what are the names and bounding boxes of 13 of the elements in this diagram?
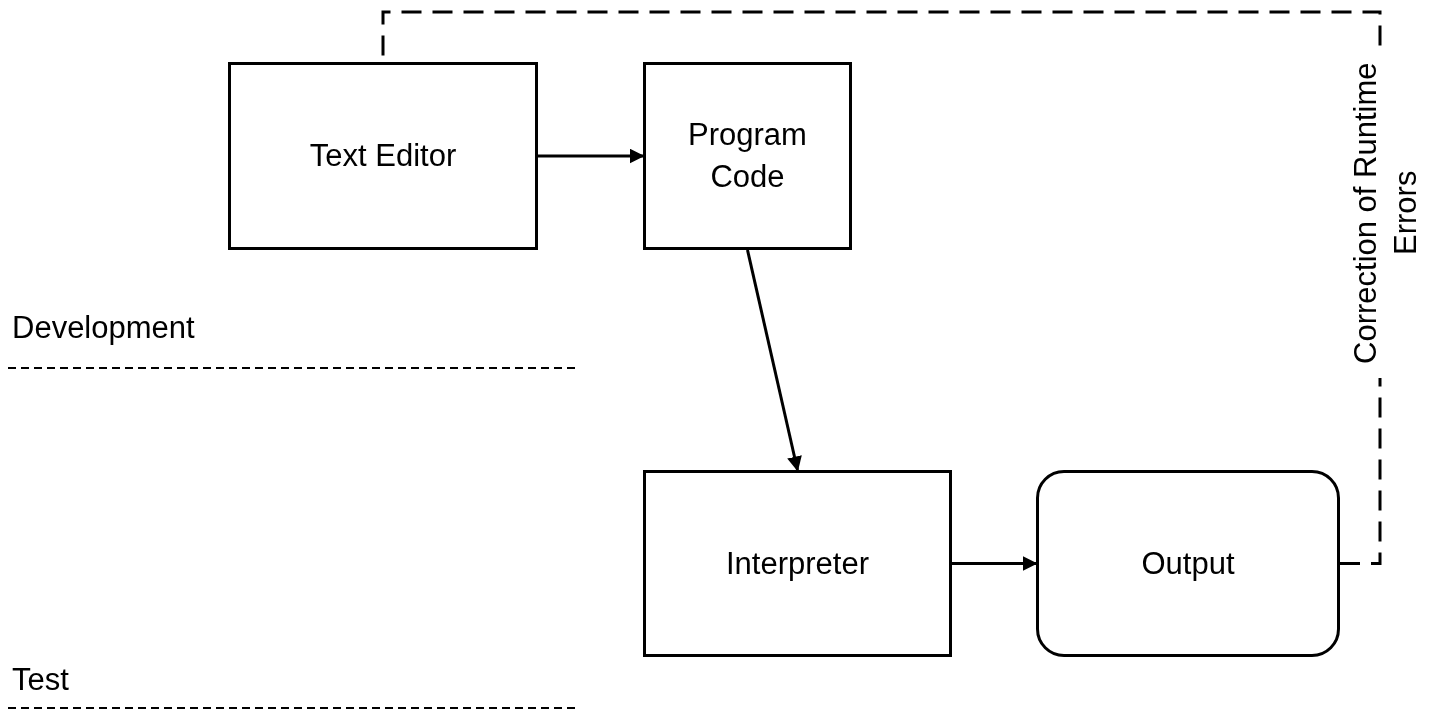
node-label: Output [1140,544,1236,583]
process-box [643,470,952,657]
process-box [643,62,852,250]
node-label: Text Editor [308,137,458,176]
output-box [1036,470,1340,657]
arrow [746,249,802,472]
arrow [538,148,645,164]
arrow [952,556,1038,571]
node-label: Program Code [687,116,808,196]
node-label: Interpreter [725,544,870,583]
process-box [228,62,538,250]
section-label: Development [12,310,195,346]
section-label: Test [12,662,69,698]
